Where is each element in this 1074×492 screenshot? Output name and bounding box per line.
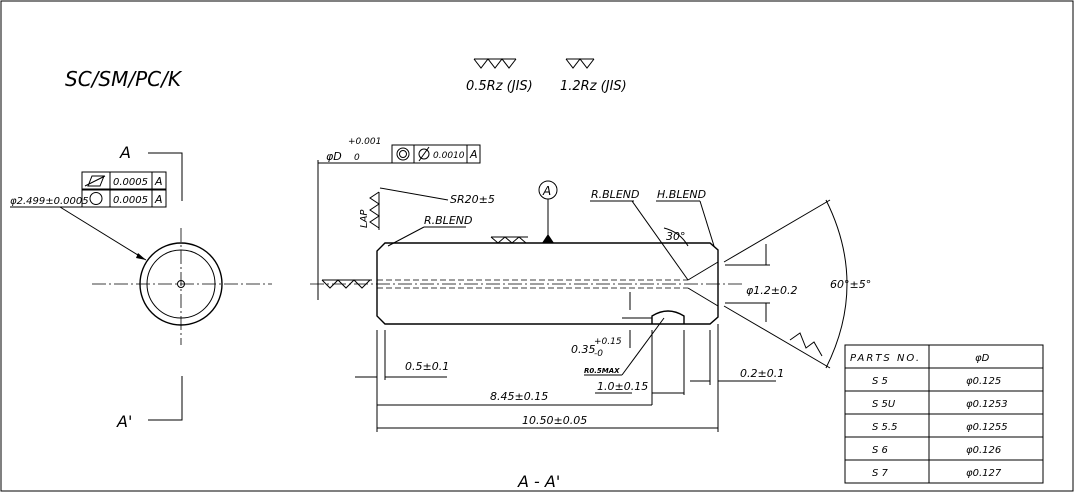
bore-lower: 0	[354, 153, 360, 163]
table-header-phi-d: φD	[975, 353, 990, 364]
roughness-fine-icon	[473, 58, 517, 69]
cone-roughness-icon	[789, 332, 823, 357]
hblend: H.BLEND	[657, 188, 706, 201]
table-header-parts-no: PARTS NO.	[850, 353, 921, 364]
cone-angle: 60°±5°	[830, 278, 871, 291]
bore-circle	[177, 280, 185, 288]
table-row-part: S 7	[872, 468, 889, 479]
parts-table: PARTS NO. φD S 5 φ0.125 S 5U φ0.1253 S 5…	[844, 344, 1044, 484]
table-row-dia: φ0.127	[966, 468, 1002, 479]
groove-depth-lower: -0	[594, 349, 603, 359]
table-row-dia: φ0.1255	[966, 422, 1008, 433]
cylindricity-icon	[84, 175, 106, 187]
section-title: A - A'	[517, 472, 560, 491]
dim-0-5: 0.5±0.1	[405, 360, 449, 373]
table-row-part: S 5U	[872, 399, 896, 410]
circularity-datum: A	[154, 193, 163, 206]
table-row-part: S 5	[872, 376, 888, 387]
table-row-part: S 5.5	[872, 422, 897, 433]
hole-diameter: φ1.2±0.2	[746, 284, 797, 297]
bore-upper: +0.001	[348, 137, 381, 147]
circularity-value: 0.0005	[113, 195, 148, 206]
coax-value: 0.0010	[433, 151, 465, 161]
bore-roughness-icon	[321, 279, 371, 289]
bore-label: φD	[326, 150, 342, 163]
dim-0-2: 0.2±0.1	[740, 367, 784, 380]
lap-label: LAP	[359, 209, 370, 228]
section-label-top: A	[119, 143, 131, 162]
dim-1-0: 1.0±0.15	[597, 380, 648, 393]
groove	[651, 310, 685, 324]
roughness-medium-label: 1.2Rz (JIS)	[560, 79, 627, 94]
inner-circle	[146, 249, 216, 319]
series-code: SC/SM/PC/K	[65, 67, 183, 91]
surface-roughness-icon	[490, 236, 527, 244]
dim-10-50: 10.50±0.05	[522, 414, 587, 427]
roughness-medium-icon	[565, 58, 595, 69]
coax-datum: A	[469, 148, 478, 161]
table-row-dia: φ0.126	[966, 445, 1001, 456]
groove-depth: 0.35	[571, 343, 596, 356]
roughness-fine-label: 0.5Rz (JIS)	[466, 79, 533, 94]
groove-depth-upper: +0.15	[594, 337, 622, 347]
table-row-dia: φ0.1253	[966, 399, 1008, 410]
rblend-left: R.BLEND	[424, 214, 472, 227]
outer-circle	[139, 242, 223, 326]
table-row-part: S 6	[872, 445, 888, 456]
roughness-symbols: 0.5Rz (JIS) 1.2Rz (JIS)	[466, 58, 627, 94]
circularity-icon	[89, 192, 103, 205]
outer-diameter-label: φ2.499±0.0005	[10, 196, 89, 207]
r05max: R0.5MAX	[584, 367, 620, 375]
rblend-right: R.BLEND	[591, 188, 639, 201]
runout-value: 0.0005	[113, 177, 148, 188]
pin-body	[376, 242, 719, 325]
angle-30: 30°	[666, 230, 686, 243]
table-row-dia: φ0.125	[966, 376, 1001, 387]
end-view: A A' 0.0005 A 0.0005 A φ2.499±0.0005	[10, 143, 272, 431]
runout-datum: A	[154, 175, 163, 188]
dim-8-45: 8.45±0.15	[490, 390, 548, 403]
side-view: φD +0.001 0 0.0010 A SR20±5 LAP R.BLEND …	[310, 137, 871, 491]
lap-roughness-icon	[369, 191, 380, 229]
sr-label: SR20±5	[450, 193, 495, 206]
datum-triangle-icon	[542, 234, 554, 243]
diameter-icon	[418, 148, 430, 160]
coaxiality-icon	[396, 147, 410, 161]
section-label-bottom: A'	[116, 412, 132, 431]
datum-a-label: A	[542, 184, 551, 198]
